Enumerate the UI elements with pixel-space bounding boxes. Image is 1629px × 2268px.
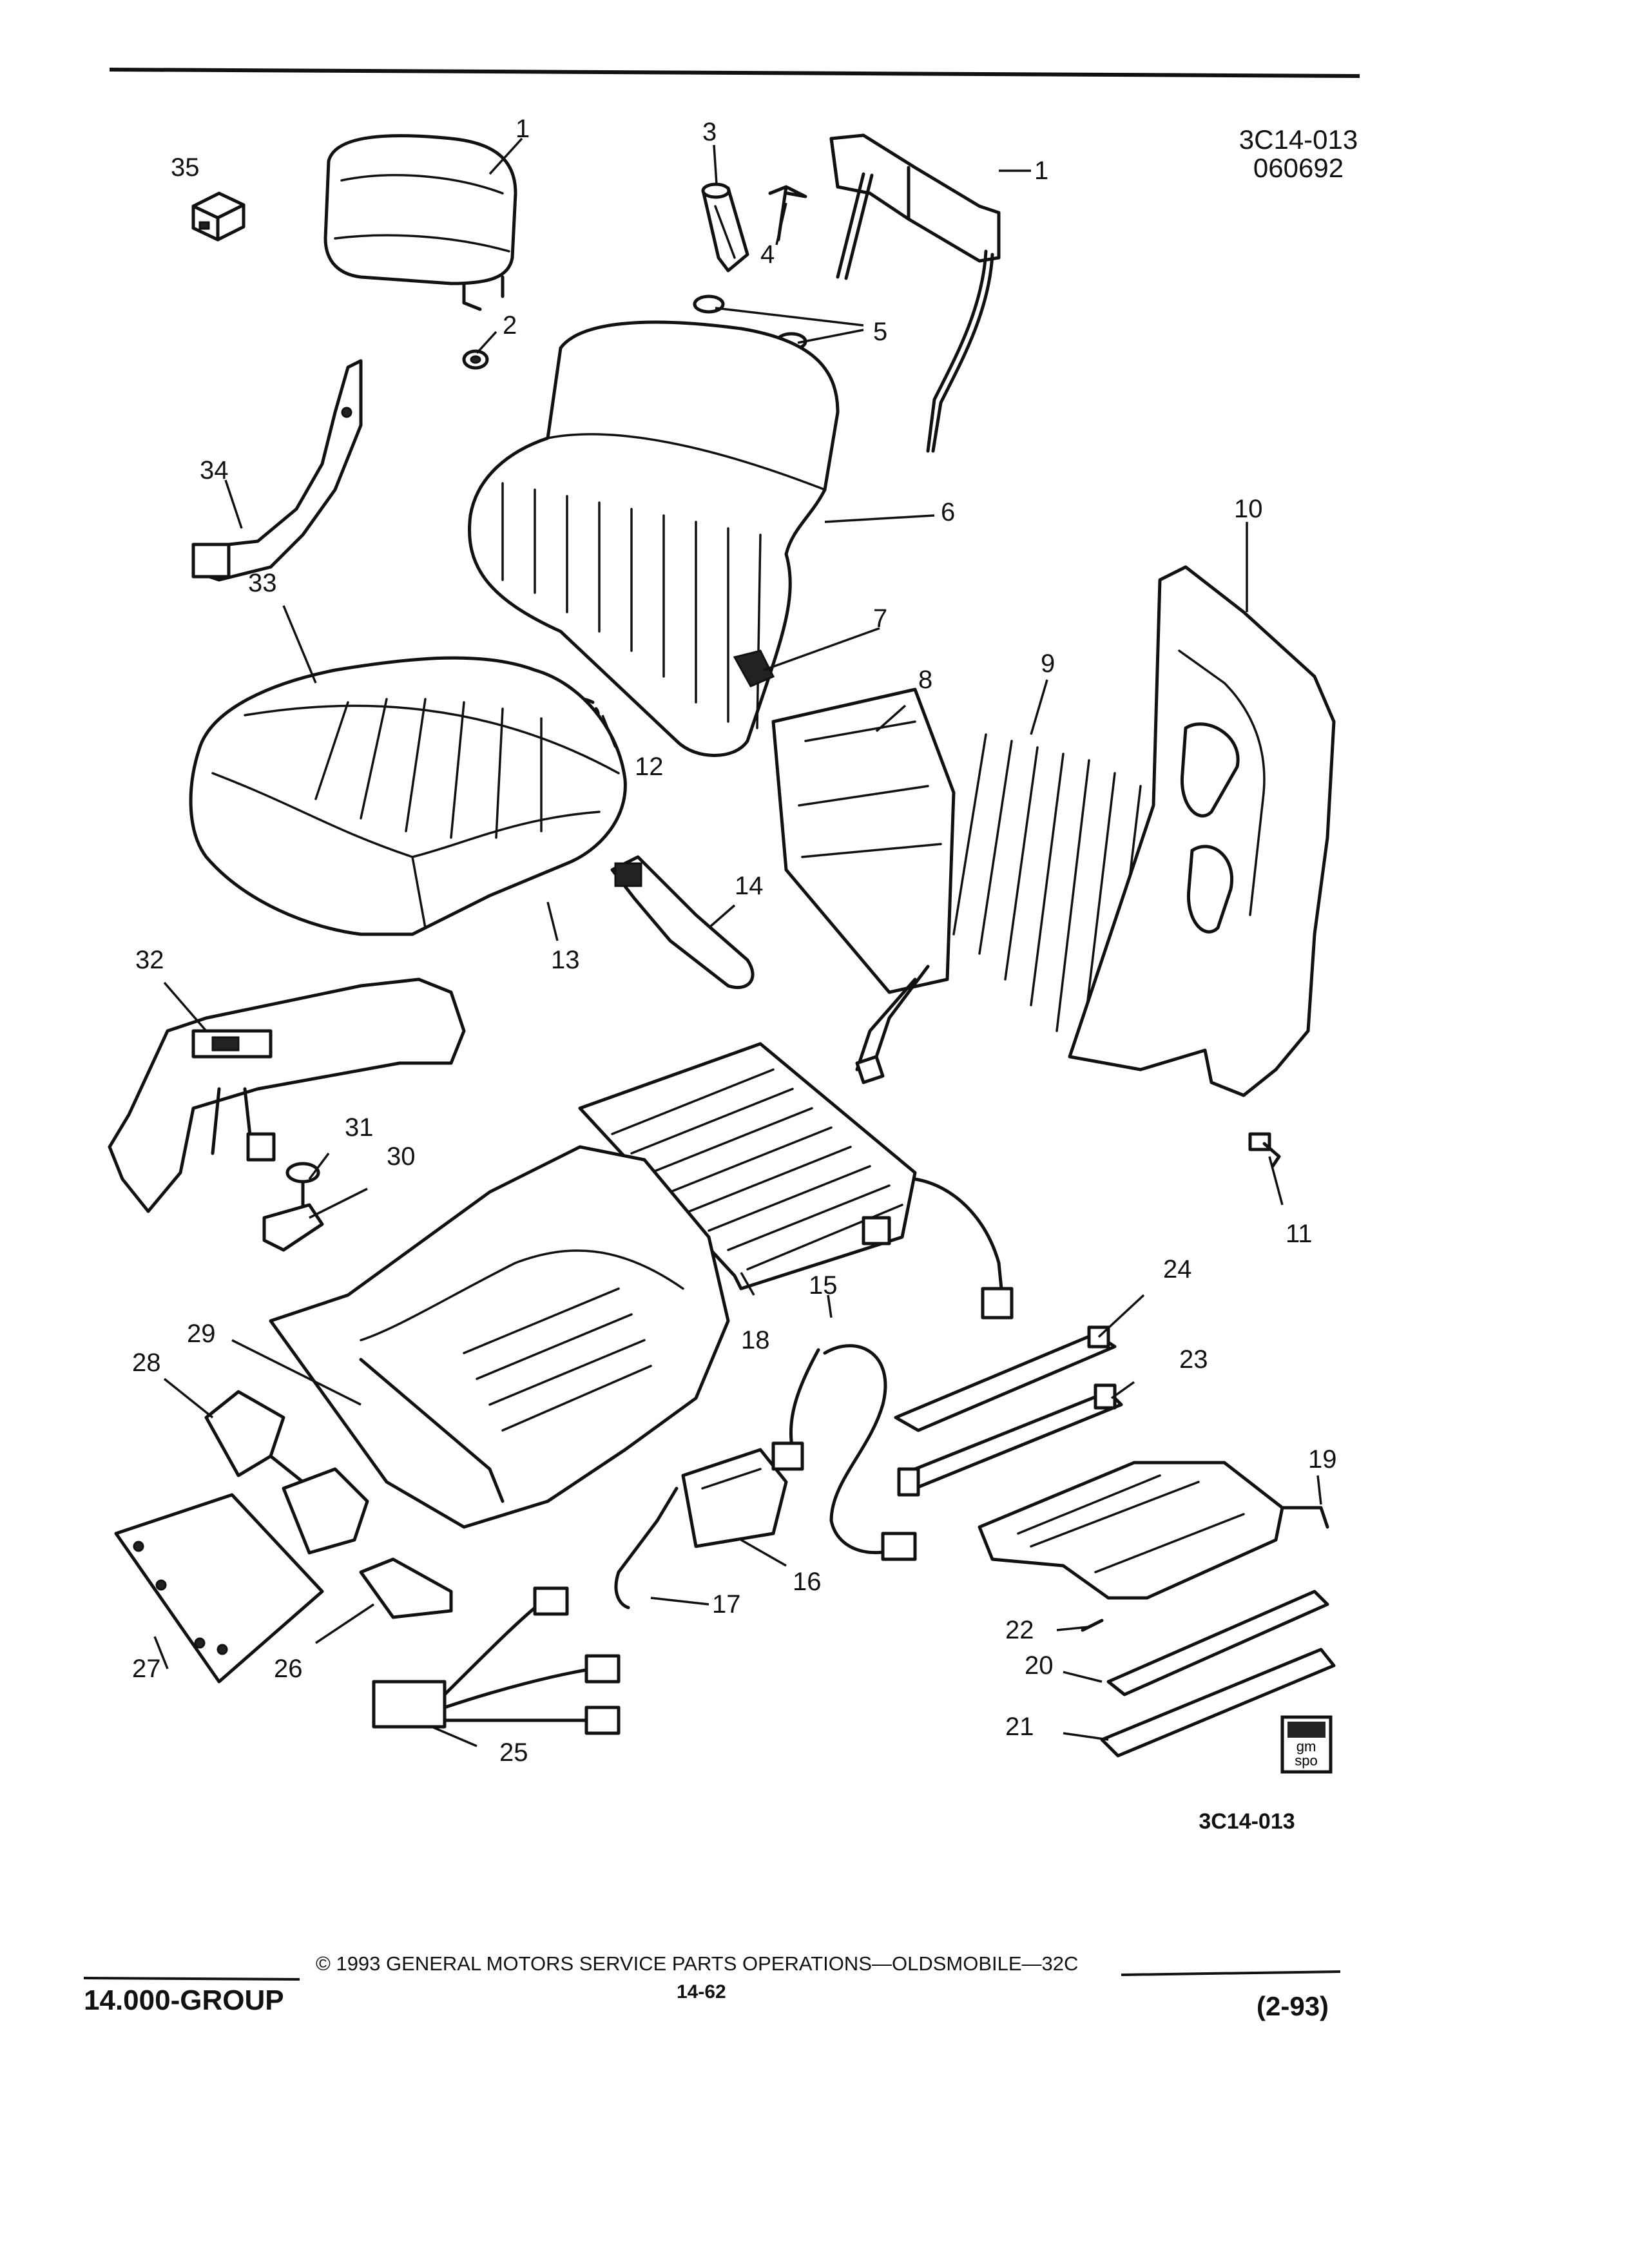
part-34-recliner-handle [191, 359, 363, 582]
callout-7: 7 [873, 604, 888, 633]
part-4-spring-clip [768, 185, 807, 242]
callout-12: 12 [635, 753, 664, 781]
part-3-headrest-guide [701, 182, 749, 273]
part-19-seat-adjuster [978, 1461, 1329, 1600]
part-14-strap [610, 855, 755, 990]
part-29-seat-frame [269, 1145, 730, 1529]
callout-15: 15 [809, 1271, 838, 1300]
callout-1-headrest: 1 [516, 115, 530, 143]
part-8-back-heater-pad [771, 687, 956, 994]
part-24-rail [894, 1325, 1117, 1432]
part-31-push-pin [285, 1162, 320, 1213]
part-10-seat-back-frame [1068, 565, 1336, 1097]
callout-19: 19 [1308, 1445, 1337, 1474]
callout-24: 24 [1163, 1255, 1192, 1283]
callout-21: 21 [1005, 1713, 1034, 1741]
part-28-control-module [204, 1390, 369, 1555]
footer-group: 14.000-GROUP [84, 1984, 284, 2016]
figure-code-bottom: 3C14-013 [1199, 1809, 1295, 1834]
callout-32: 32 [135, 946, 164, 974]
part-27-cover-plate [114, 1493, 324, 1684]
part-15-harness [771, 1344, 917, 1561]
part-1-headrest [323, 134, 517, 311]
figure-code-top: 3C14-013 060692 [1228, 125, 1369, 184]
figure-date: 060692 [1253, 153, 1344, 184]
callout-25: 25 [499, 1738, 528, 1767]
part-6-seat-back-cushion [468, 320, 840, 757]
footer-copyright: © 1993 GENERAL MOTORS SERVICE PARTS OPER… [316, 1952, 1079, 1975]
callout-3: 3 [702, 118, 717, 146]
part-21-rail [1100, 1648, 1336, 1758]
part-7-bracket [733, 649, 775, 687]
callout-30: 30 [387, 1142, 416, 1171]
callout-8: 8 [918, 666, 933, 694]
logo-line2: spo [1295, 1753, 1317, 1769]
top-rule [109, 68, 1360, 78]
part-23-rail [897, 1383, 1123, 1497]
footer-revision: (2-93) [1257, 1991, 1329, 2021]
part-26-bracket [359, 1557, 453, 1619]
callout-28: 28 [132, 1349, 161, 1377]
part-25-harness-module [372, 1586, 621, 1735]
part-22-bolt [1081, 1619, 1104, 1632]
callout-22: 22 [1005, 1616, 1034, 1644]
leader-lines [153, 137, 1322, 1747]
part-35-switch [191, 191, 246, 242]
callout-27: 27 [132, 1655, 161, 1683]
callout-1-frame: 1 [1034, 157, 1049, 185]
callout-17: 17 [712, 1590, 741, 1619]
callout-13: 13 [551, 946, 580, 974]
callout-14: 14 [735, 872, 764, 900]
callout-34: 34 [200, 456, 229, 485]
callout-35: 35 [171, 153, 200, 182]
callout-16: 16 [793, 1568, 822, 1596]
callout-9: 9 [1041, 649, 1055, 678]
part-30-bracket [262, 1203, 324, 1252]
logo-line1: gm [1296, 1738, 1316, 1754]
callout-33: 33 [248, 569, 277, 597]
part-1-headrest-frame [829, 133, 1001, 453]
callout-2: 2 [503, 311, 517, 340]
gm-spo-logo: gm spo [1280, 1715, 1333, 1774]
part-33-seat-cushion [189, 656, 627, 936]
part-20-rail [1106, 1590, 1329, 1696]
callout-20: 20 [1025, 1651, 1054, 1680]
callout-4: 4 [760, 240, 775, 269]
part-11-bolt [1248, 1132, 1281, 1168]
callout-26: 26 [274, 1655, 303, 1683]
footer-page-number: 14-62 [677, 1981, 726, 2003]
callout-31: 31 [345, 1113, 374, 1142]
part-18-seat-heater [578, 1042, 1014, 1320]
callout-18: 18 [741, 1326, 770, 1354]
callout-23: 23 [1179, 1345, 1208, 1374]
part-32-seat-side-panel [108, 977, 466, 1213]
callout-5: 5 [873, 318, 888, 346]
callout-10: 10 [1234, 495, 1263, 523]
part-17-harness [614, 1486, 679, 1610]
part-16-seat-switch [681, 1448, 788, 1548]
callout-6: 6 [941, 498, 956, 526]
callout-11: 11 [1286, 1220, 1313, 1248]
callout-29: 29 [187, 1320, 216, 1348]
